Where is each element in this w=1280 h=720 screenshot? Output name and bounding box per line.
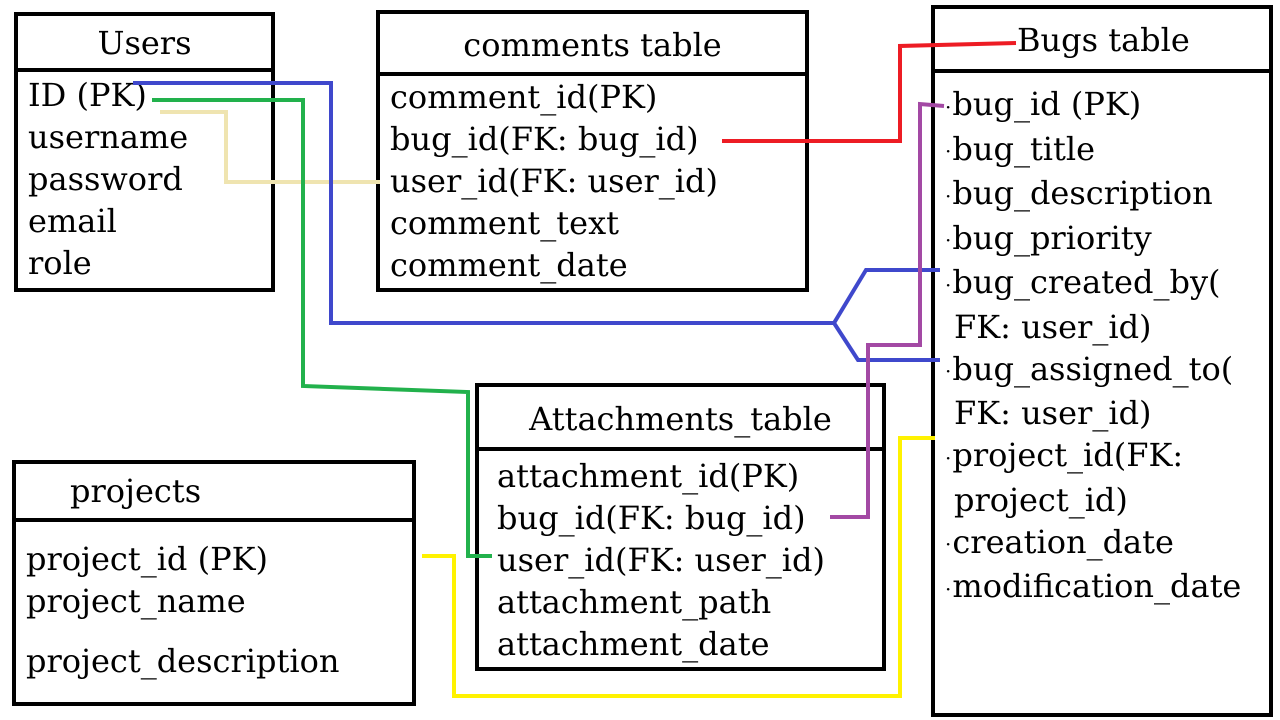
- comments-field-user-id: user_id(FK: user_id): [390, 162, 718, 200]
- attachments-field-attachment-date: attachment_date: [497, 625, 770, 663]
- projects-field-project-id: project_id (PK): [26, 540, 268, 578]
- comments-table: comments table comment_id(PK) bug_id(FK:…: [376, 10, 809, 292]
- bugs-field-bug-id: ·bug_id (PK): [945, 85, 1142, 123]
- users-field-id: ID (PK): [28, 76, 147, 114]
- users-field-password: password: [28, 160, 183, 198]
- bugs-table-title: Bugs table: [935, 9, 1269, 73]
- users-field-username: username: [28, 118, 189, 156]
- bugs-field-project-id-fk: project_id): [954, 480, 1128, 519]
- bugs-field-bug-description: ·bug_description: [945, 174, 1213, 212]
- attachments-field-bug-id: bug_id(FK: bug_id): [497, 499, 806, 537]
- comments-field-comment-id: comment_id(PK): [390, 78, 658, 116]
- projects-field-project-name: project_name: [26, 582, 246, 620]
- attachments-field-attachment-path: attachment_path: [497, 583, 772, 621]
- comments-table-title: comments table: [380, 14, 805, 76]
- bullet-icon: ·: [945, 228, 952, 252]
- users-table: Users ID (PK) username password email ro…: [14, 12, 275, 292]
- users-field-email: email: [28, 202, 117, 240]
- users-table-title: Users: [18, 16, 271, 72]
- bugs-field-project-id: ·project_id(FK:: [945, 436, 1184, 474]
- bugs-field-bug-assigned-to: ·bug_assigned_to(: [945, 349, 1234, 388]
- bullet-icon: ·: [945, 94, 952, 119]
- bugs-field-bug-title: ·bug_title: [945, 129, 1096, 168]
- comments-field-comment-text: comment_text: [390, 204, 619, 242]
- bullet-icon: ·: [945, 576, 952, 601]
- attachments-table-title: Attachments_table: [479, 387, 882, 451]
- bugs-field-modification-date: ·modification_date: [945, 567, 1242, 605]
- bullet-icon: ·: [945, 183, 952, 208]
- comments-field-bug-id: bug_id(FK: bug_id): [390, 120, 699, 158]
- projects-field-project-description: project_description: [26, 642, 340, 680]
- comments-field-comment-date: comment_date: [390, 246, 628, 284]
- users-field-role: role: [28, 244, 92, 282]
- bullet-icon: ·: [945, 445, 952, 470]
- bugs-field-bug-created-by-fk: FK: user_id): [954, 307, 1152, 346]
- bullet-icon: ·: [945, 139, 952, 163]
- bugs-field-creation-date: ·creation_date: [945, 522, 1174, 561]
- attachments-field-attachment-id: attachment_id(PK): [497, 457, 800, 495]
- bullet-icon: ·: [945, 272, 952, 297]
- bugs-table: Bugs table ·bug_id (PK) ·bug_title ·bug_…: [931, 5, 1273, 717]
- attachments-table: Attachments_table attachment_id(PK) bug_…: [475, 383, 886, 671]
- bugs-field-bug-priority: ·bug_priority: [945, 218, 1152, 257]
- bugs-field-bug-assigned-to-fk: FK: user_id): [954, 394, 1152, 432]
- projects-table: projects project_id (PK) project_name pr…: [12, 460, 416, 706]
- projects-table-title: projects: [16, 464, 412, 522]
- connector-bugs-assigned-to-user: [832, 321, 940, 362]
- attachments-field-user-id: user_id(FK: user_id): [497, 541, 825, 579]
- bugs-field-bug-created-by: ·bug_created_by(: [945, 263, 1221, 301]
- bullet-icon: ·: [945, 532, 952, 556]
- bullet-icon: ·: [945, 359, 952, 383]
